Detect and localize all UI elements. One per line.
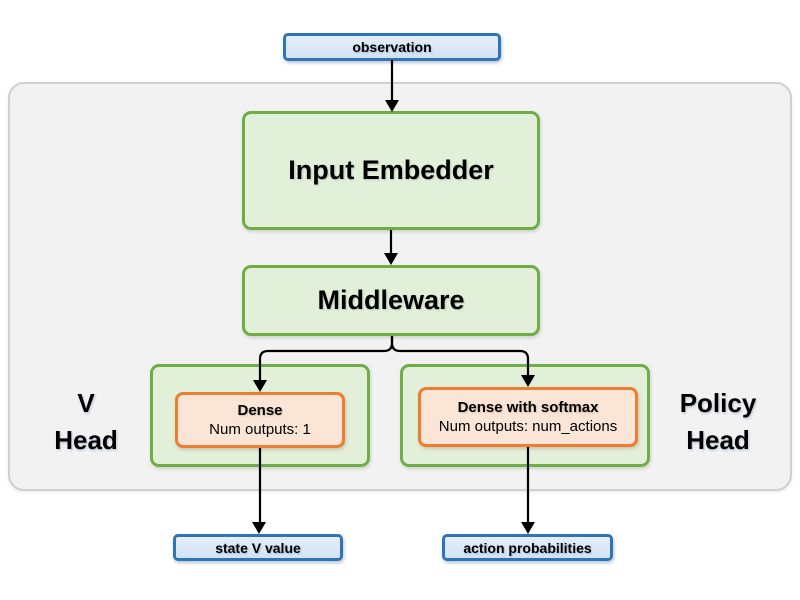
policy-head-label: Policy Head	[648, 385, 788, 459]
node-action-probabilities-label: action probabilities	[463, 539, 592, 556]
arrowhead-state-v-value	[252, 522, 266, 534]
policy-head-label-line1: Policy	[679, 388, 757, 418]
v-head-dense-title: Dense	[237, 401, 283, 419]
node-input-embedder-label: Input Embedder	[288, 155, 494, 185]
v-head-dense-box: Dense Num outputs: 1	[175, 392, 345, 448]
node-state-v-value-label: state V value	[215, 539, 301, 556]
node-state-v-value: state V value	[173, 534, 343, 561]
v-head-dense-subtitle: Num outputs: 1	[209, 421, 311, 438]
policy-head-dense-title: Dense with softmax	[457, 398, 599, 416]
arrowhead-action-probabilities	[521, 522, 535, 534]
node-observation-label: observation	[352, 39, 432, 55]
node-middleware-label: Middleware	[317, 285, 465, 315]
node-middleware: Middleware	[242, 265, 540, 336]
v-head-label-line2: Head	[54, 425, 118, 455]
node-action-probabilities: action probabilities	[442, 534, 613, 561]
node-input-embedder: Input Embedder	[242, 111, 540, 230]
policy-head-dense-subtitle: Num outputs: num_actions	[438, 418, 618, 435]
policy-head-dense-box: Dense with softmax Num outputs: num_acti…	[418, 387, 638, 447]
v-head-label-line1: V	[77, 388, 95, 418]
policy-head-label-line2: Head	[686, 425, 750, 455]
node-observation: observation	[283, 33, 501, 61]
v-head-label: V Head	[28, 385, 144, 459]
